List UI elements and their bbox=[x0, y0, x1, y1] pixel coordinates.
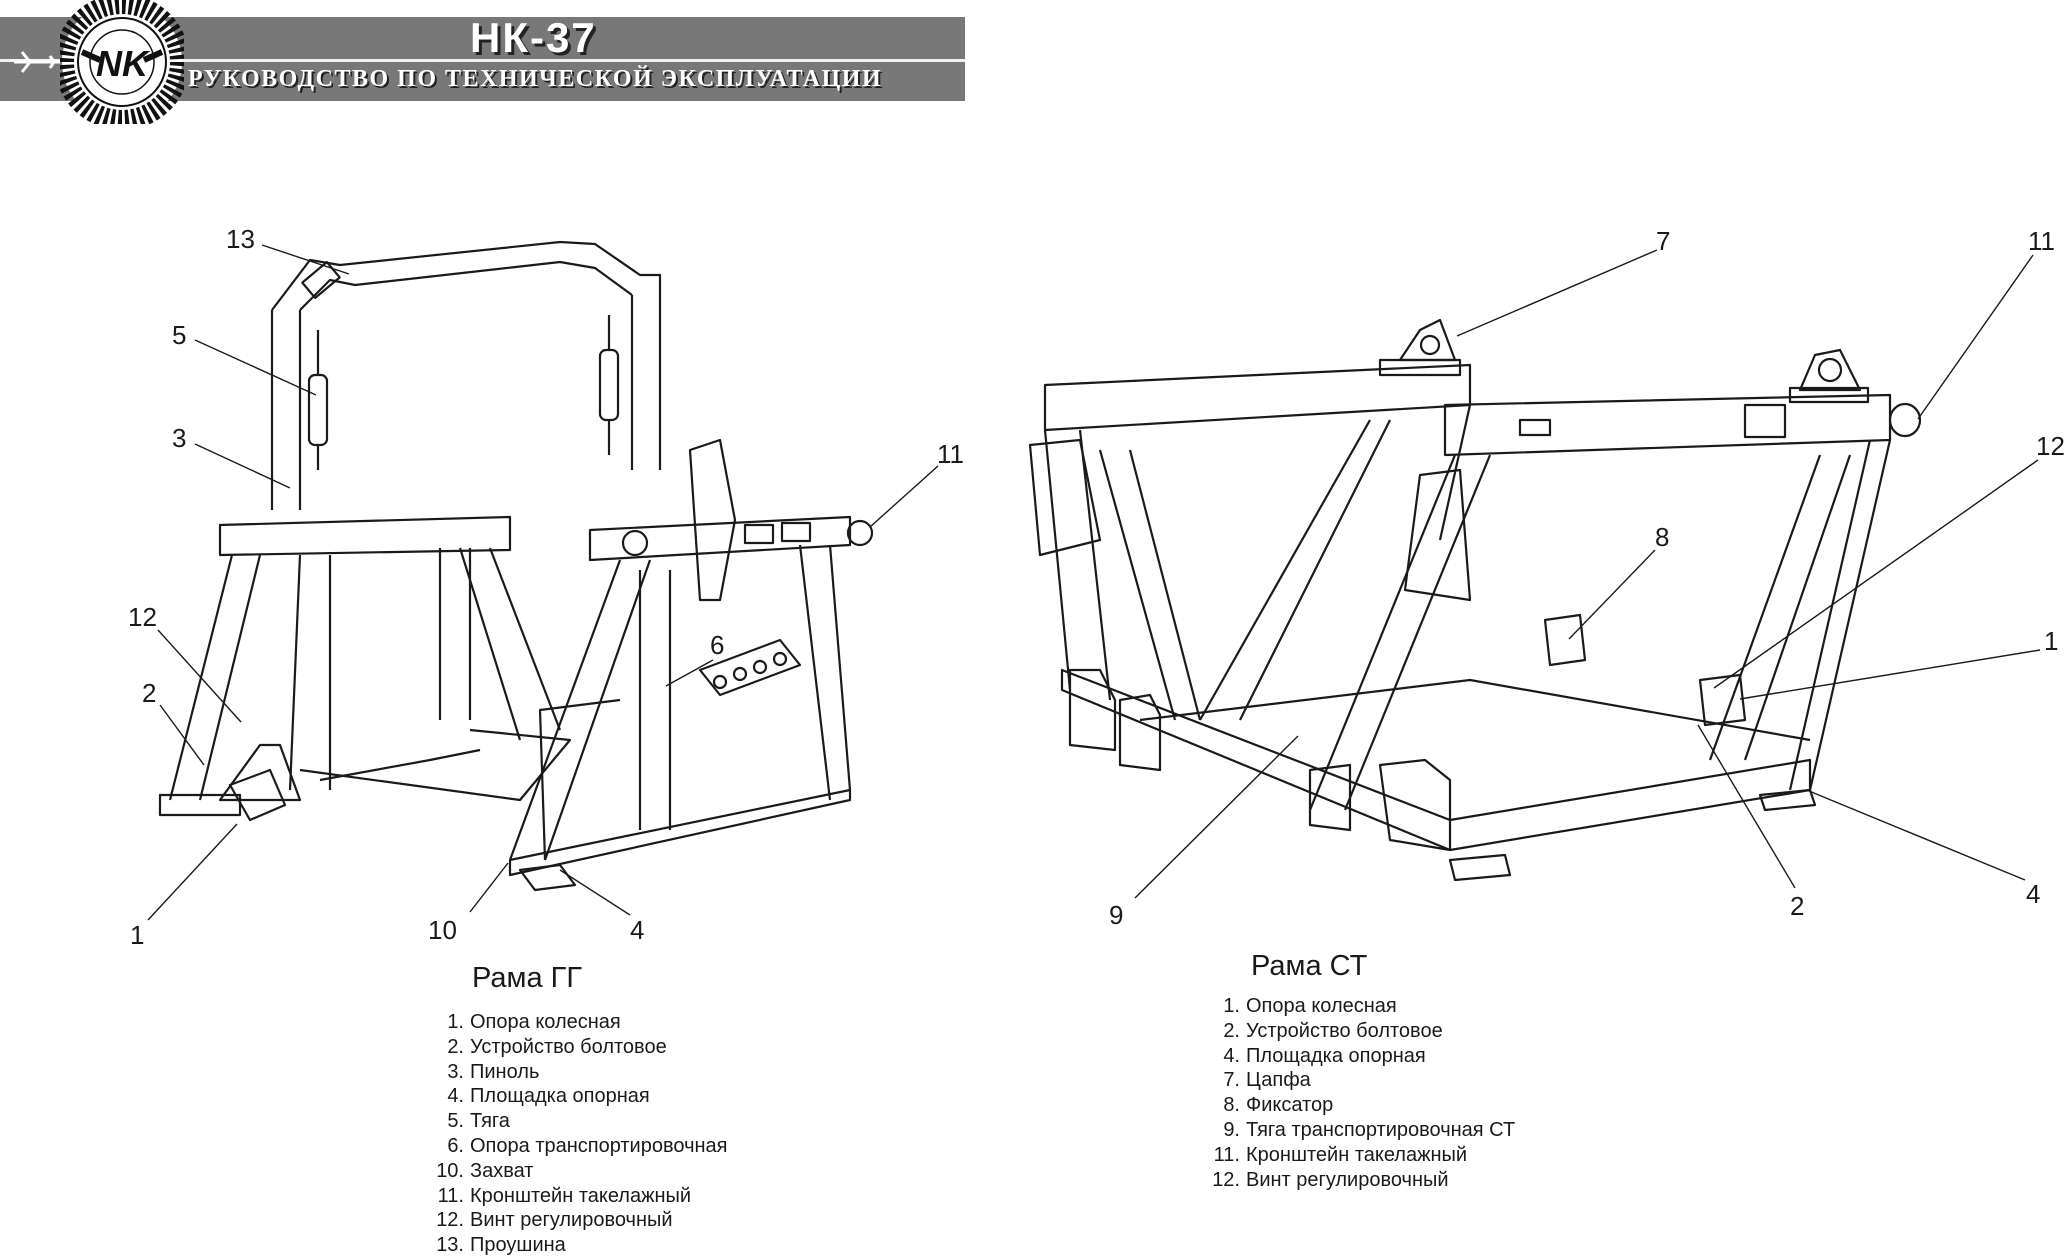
document-subtitle: РУКОВОДСТВО ПО ТЕХНИЧЕСКОЙ ЭКСПЛУАТАЦИИ bbox=[188, 66, 883, 92]
legend-item-number: 5. bbox=[447, 1110, 464, 1133]
legend-item-number: 11. bbox=[1213, 1143, 1240, 1166]
legend-item-label: Опора транспортировочная bbox=[470, 1134, 728, 1157]
frame-st-legend: 1. Опора колесная 2. Устройство болтовое 4. П… bbox=[1202, 994, 1515, 1192]
frame-st-title: Рама СТ bbox=[1251, 950, 1368, 982]
legend-item-label: Кронштейн такелажный bbox=[470, 1184, 692, 1207]
legend-item: 1. Опора колесная bbox=[1202, 994, 1515, 1019]
legend-item: 13. Проушина bbox=[426, 1233, 727, 1258]
callout-2-st: 2 bbox=[1790, 891, 1805, 921]
callout-9-st: 9 bbox=[1109, 900, 1124, 930]
callout-4-gg: 4 bbox=[630, 915, 645, 945]
callout-5-gg: 5 bbox=[172, 320, 187, 350]
legend-item: 3. Пиноль bbox=[426, 1060, 727, 1085]
legend-item-number: 3. bbox=[447, 1060, 464, 1083]
legend-item-label: Проушина bbox=[470, 1234, 566, 1257]
legend-item-label: Захват bbox=[470, 1159, 534, 1182]
legend-item-number: 13. bbox=[436, 1234, 464, 1257]
legend-item-label: Устройство болтовое bbox=[470, 1035, 667, 1058]
legend-item-label: Опора колесная bbox=[470, 1011, 621, 1033]
legend-item-label: Площадка опорная bbox=[1246, 1044, 1426, 1067]
header-divider-line bbox=[0, 59, 965, 62]
legend-item-label: Пиноль bbox=[470, 1060, 540, 1083]
callout-6-gg: 6 bbox=[710, 630, 725, 660]
legend-item-number: 8. bbox=[1223, 1094, 1240, 1117]
legend-item-label: Устройство болтовое bbox=[1246, 1019, 1443, 1042]
legend-item-label: Тяга транспортировочная СТ bbox=[1246, 1118, 1516, 1141]
document-title: НК-37 bbox=[470, 14, 597, 61]
legend-item-label: Винт регулировочный bbox=[1246, 1168, 1449, 1191]
legend-item-label: Площадка опорная bbox=[470, 1085, 650, 1108]
logo-letters: NK bbox=[96, 43, 151, 84]
legend-item: 12. Винт регулировочный bbox=[426, 1208, 727, 1233]
callout-12-gg: 12 bbox=[128, 602, 157, 632]
legend-item-label: Кронштейн такелажный bbox=[1246, 1143, 1468, 1166]
legend-item-number: 2. bbox=[447, 1035, 464, 1058]
legend-item: 11. Кронштейн такелажный bbox=[426, 1184, 727, 1209]
legend-item: 7. Цапфа bbox=[1202, 1068, 1515, 1093]
callout-11-gg: 11 bbox=[937, 439, 964, 469]
callout-3-gg: 3 bbox=[172, 423, 187, 453]
frame-gg-title: Рама ГГ bbox=[472, 962, 583, 994]
airplane-icon bbox=[14, 51, 60, 73]
legend-item-number: 6. bbox=[447, 1134, 464, 1157]
legend-item-number: 2. bbox=[1223, 1019, 1240, 1042]
legend-item-number: 7. bbox=[1223, 1069, 1240, 1092]
legend-item-number: 4. bbox=[1223, 1044, 1240, 1067]
legend-item: 11. Кронштейн такелажный bbox=[1202, 1143, 1515, 1168]
legend-item: 8. Фиксатор bbox=[1202, 1093, 1515, 1118]
callout-7-st: 7 bbox=[1656, 226, 1671, 256]
callout-leaders bbox=[147, 244, 2041, 921]
callout-1-st: 1 bbox=[2044, 626, 2059, 656]
callout-2-gg: 2 bbox=[142, 678, 157, 708]
frame-gg-arch bbox=[270, 240, 662, 510]
frame-gg-right-box bbox=[508, 438, 874, 892]
legend-item: 4. Площадка опорная bbox=[426, 1084, 727, 1109]
legend-item-number: 12. bbox=[436, 1209, 464, 1232]
legend-item: 4. Площадка опорная bbox=[1202, 1044, 1515, 1069]
callout-4-st: 4 bbox=[2026, 879, 2041, 909]
callout-11-st: 11 bbox=[2028, 226, 2055, 256]
legend-item-label: Опора колесная bbox=[1246, 995, 1397, 1017]
frame-st-drawing bbox=[1028, 318, 1922, 882]
legend-item: 12. Винт регулировочный bbox=[1202, 1168, 1515, 1193]
legend-item: 2. Устройство болтовое bbox=[426, 1035, 727, 1060]
legend-item: 2. Устройство болтовое bbox=[1202, 1019, 1515, 1044]
callout-13-gg: 13 bbox=[226, 224, 255, 254]
company-logo: NK bbox=[60, 0, 184, 124]
legend-item-label: Тяга bbox=[470, 1110, 510, 1133]
legend-item-number: 1. bbox=[1223, 995, 1240, 1017]
legend-item-number: 10. bbox=[436, 1159, 464, 1182]
legend-item-number: 1. bbox=[447, 1011, 464, 1033]
legend-item-label: Фиксатор bbox=[1246, 1094, 1334, 1117]
legend-item-label: Цапфа bbox=[1246, 1069, 1311, 1092]
legend-item: 6. Опора транспортировочная bbox=[426, 1134, 727, 1159]
frame-gg-left-trestle bbox=[158, 515, 572, 822]
legend-item-label: Винт регулировочный bbox=[470, 1209, 673, 1232]
legend-item-number: 9. bbox=[1223, 1118, 1240, 1141]
legend-item: 5. Тяга bbox=[426, 1109, 727, 1134]
legend-item-number: 12. bbox=[1212, 1168, 1240, 1191]
legend-item: 10. Захват bbox=[426, 1159, 727, 1184]
legend-item: 1. Опора колесная bbox=[426, 1010, 727, 1035]
callout-12-st: 12 bbox=[2036, 431, 2065, 461]
legend-item-number: 11. bbox=[437, 1184, 464, 1207]
legend-item-number: 4. bbox=[447, 1085, 464, 1108]
frame-gg-legend: 1. Опора колесная 2. Устройство болтовое 3. П… bbox=[426, 1010, 727, 1258]
callout-1-gg: 1 bbox=[130, 920, 145, 950]
callout-8-st: 8 bbox=[1655, 522, 1670, 552]
callout-10-gg: 10 bbox=[428, 915, 457, 945]
legend-item: 9. Тяга транспортировочная СТ bbox=[1202, 1118, 1515, 1143]
